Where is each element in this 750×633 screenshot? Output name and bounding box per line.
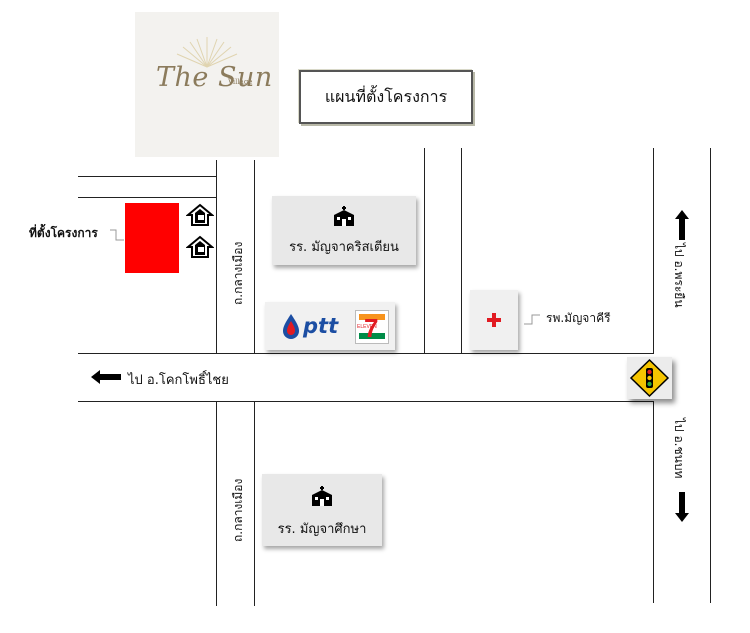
road-name-lower: ถ.กลางเมือง (231, 478, 245, 542)
school-suksa-label: รร. มัญจาศึกษา (277, 522, 367, 537)
seven-eleven-small: ELEVEN (357, 324, 377, 330)
school-icon (312, 486, 332, 506)
traffic-light-sign-icon (629, 358, 670, 398)
logo-panel (135, 12, 279, 157)
arrow-up-icon (675, 210, 689, 240)
road-klang-muang-upper-left (216, 160, 217, 353)
hospital-label: รพ.มัญจาคีรี (546, 311, 611, 325)
ptt-logo-icon (283, 314, 299, 339)
seven-eleven-logo-icon: 7 ELEVEN (355, 310, 389, 344)
road-main-vertical-left (653, 148, 654, 353)
logo-sub: Village (228, 78, 253, 86)
to-phra-yuen-label: ไป อ.พระยืน (672, 243, 686, 308)
school-icon (334, 206, 354, 226)
sun-rays-icon (176, 37, 238, 68)
school-christian-label: รร. มัญจาคริสเตียน (289, 240, 399, 255)
ptt-seven-card: ptt 7 ELEVEN (265, 302, 395, 350)
leader-line (110, 229, 124, 241)
road-klang-muang-lower-right (254, 401, 255, 606)
road-short-top (78, 176, 216, 177)
road-side-1 (424, 148, 425, 353)
project-site-label: ที่ตั้งโครงการ (29, 226, 98, 240)
logo-name: The Sun (156, 62, 273, 93)
arrow-left-icon (91, 370, 121, 384)
school-suksa-card: รร. มัญจาศึกษา (262, 474, 382, 546)
road-main-horizontal-top (78, 353, 654, 354)
arrow-down-icon (675, 492, 689, 522)
ptt-label: ptt (303, 314, 339, 338)
road-main-vertical-right (710, 148, 711, 603)
hospital-leader-line (524, 314, 540, 325)
project-plot (125, 203, 179, 273)
school-christian-card: รร. มัญจาคริสเตียน (272, 196, 416, 265)
traffic-light-sign-box (627, 357, 672, 399)
road-name-upper: ถ.กลางเมือง (231, 241, 245, 305)
map-title: แผนที่ตั้งโครงการ (299, 70, 473, 124)
house-icon (186, 203, 214, 226)
to-chonnabot-label: ไป อ.ชนบท (672, 418, 686, 479)
road-side-2 (461, 148, 462, 353)
to-khok-pho-chai-label: ไป อ.โคกโพธิ์ไชย (128, 373, 229, 388)
road-main-horizontal-bottom (78, 401, 654, 402)
road-short-top-2 (78, 197, 216, 198)
hospital-card (470, 290, 518, 350)
hospital-cross-icon (487, 313, 501, 327)
road-klang-muang-upper-right (254, 160, 255, 353)
road-main-vertical-left-lower (653, 401, 654, 603)
road-klang-muang-lower-left (216, 401, 217, 606)
seven-eleven-number: 7 (364, 313, 379, 343)
house-icon (186, 235, 214, 258)
